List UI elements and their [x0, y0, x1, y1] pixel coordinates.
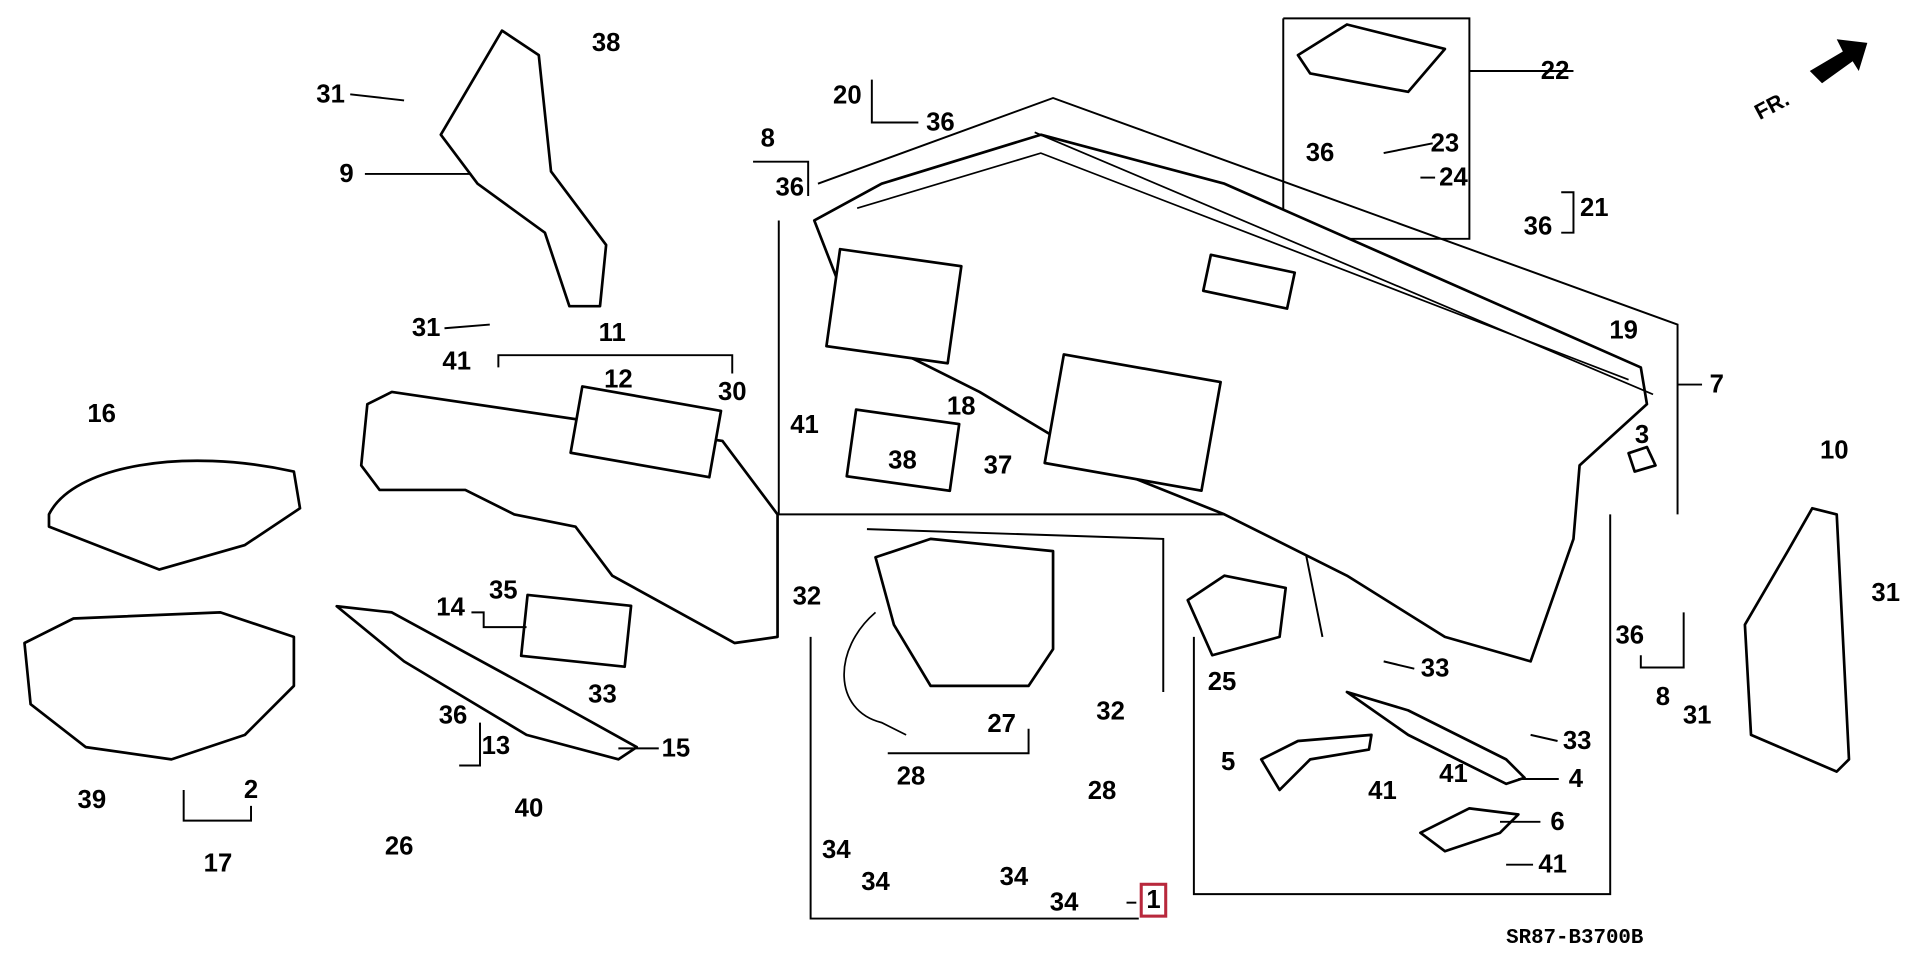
part-label-6: 6 [1550, 808, 1564, 836]
part-label-20: 20 [833, 82, 862, 110]
lid-15 [335, 604, 639, 761]
part-label-36: 36 [926, 108, 955, 136]
part-label-41: 41 [1368, 777, 1397, 805]
part-label-22: 22 [1541, 57, 1570, 85]
part-label-19: 19 [1609, 317, 1638, 345]
part-label-25: 25 [1208, 668, 1237, 696]
parts [23, 23, 1851, 853]
part-label-16: 16 [87, 400, 116, 428]
dashboard-panel [812, 133, 1649, 663]
front-direction-indicator: FR. [1750, 39, 1868, 125]
column-cover-17 [23, 611, 296, 761]
part-label-10: 10 [1820, 437, 1849, 465]
part-label-31: 31 [316, 80, 345, 108]
highlight-box [1139, 882, 1168, 918]
vent-25 [1186, 574, 1288, 657]
part-label-30: 30 [718, 378, 747, 406]
part-label-41: 41 [790, 411, 819, 439]
part-label-18: 18 [947, 393, 976, 421]
vent-18 [845, 408, 961, 493]
column-cover-16 [47, 459, 302, 571]
pocket-14 [519, 593, 633, 669]
stay-4 [1345, 690, 1526, 786]
part-label-23: 23 [1431, 129, 1460, 157]
airbag-harness [843, 611, 907, 736]
part-label-4: 4 [1569, 765, 1584, 793]
part-label-31: 31 [1871, 579, 1900, 607]
part-label-28: 28 [1088, 777, 1117, 805]
part-label-14: 14 [436, 593, 465, 621]
part-label-8: 8 [1656, 683, 1670, 711]
leader-lines [182, 70, 1703, 904]
part-label-13: 13 [482, 732, 511, 760]
part-label-41: 41 [1538, 851, 1567, 879]
part-label-8: 8 [761, 124, 775, 152]
part-label-36: 36 [776, 173, 805, 201]
diagram-code: SR87-B3700B [1506, 927, 1644, 950]
part-label-31: 31 [412, 314, 441, 342]
group-boxes [777, 17, 1679, 920]
stay-5 [1259, 733, 1373, 792]
front-label: FR. [1750, 86, 1793, 125]
bracket-9 [439, 29, 608, 308]
part-label-34: 34 [861, 868, 890, 896]
part-label-26: 26 [385, 832, 414, 860]
part-label-33: 33 [1421, 655, 1450, 683]
part-label-1: 1 [1146, 886, 1160, 914]
bracket-10 [1743, 506, 1851, 773]
part-label-33: 33 [1563, 727, 1592, 755]
front-arrow-icon [1809, 39, 1868, 84]
part-label-24: 24 [1439, 164, 1468, 192]
part-label-38: 38 [888, 447, 917, 475]
part-label-34: 34 [1050, 889, 1079, 917]
stay-6 [1419, 807, 1520, 853]
part-label-2: 2 [244, 776, 258, 804]
part-label-11: 11 [599, 319, 626, 347]
part-label-36: 36 [1524, 213, 1553, 241]
part-label-12: 12 [604, 366, 633, 394]
part-label-32: 32 [1096, 698, 1125, 726]
part-label-28: 28 [897, 763, 926, 791]
part-label-36: 36 [1616, 622, 1645, 650]
part-label-3: 3 [1635, 421, 1649, 449]
part-label-33: 33 [588, 680, 617, 708]
part-label-5: 5 [1221, 748, 1235, 776]
cover-12 [569, 385, 723, 479]
part-label-7: 7 [1710, 371, 1724, 399]
part-label-31: 31 [1683, 701, 1712, 729]
part-label-21: 21 [1580, 194, 1609, 222]
part-label-38: 38 [592, 29, 621, 57]
part-label-34: 34 [1000, 863, 1029, 891]
part-label-41: 41 [442, 347, 471, 375]
airbag-1 [874, 537, 1055, 688]
part-label-34: 34 [822, 836, 851, 864]
part-label-15: 15 [662, 734, 691, 762]
part-label-36: 36 [439, 701, 468, 729]
part-label-32: 32 [793, 582, 822, 610]
part-label-40: 40 [515, 794, 544, 822]
part-label-39: 39 [78, 786, 107, 814]
part-label-41: 41 [1439, 760, 1468, 788]
part-label-37: 37 [984, 451, 1013, 479]
vent-22 [1296, 23, 1447, 94]
part-label-9: 9 [339, 160, 353, 188]
part-label-27: 27 [987, 710, 1016, 738]
part-label-17: 17 [204, 849, 233, 877]
part-label-36: 36 [1306, 139, 1335, 167]
cover-3 [1627, 445, 1657, 473]
part-label-35: 35 [489, 576, 518, 604]
